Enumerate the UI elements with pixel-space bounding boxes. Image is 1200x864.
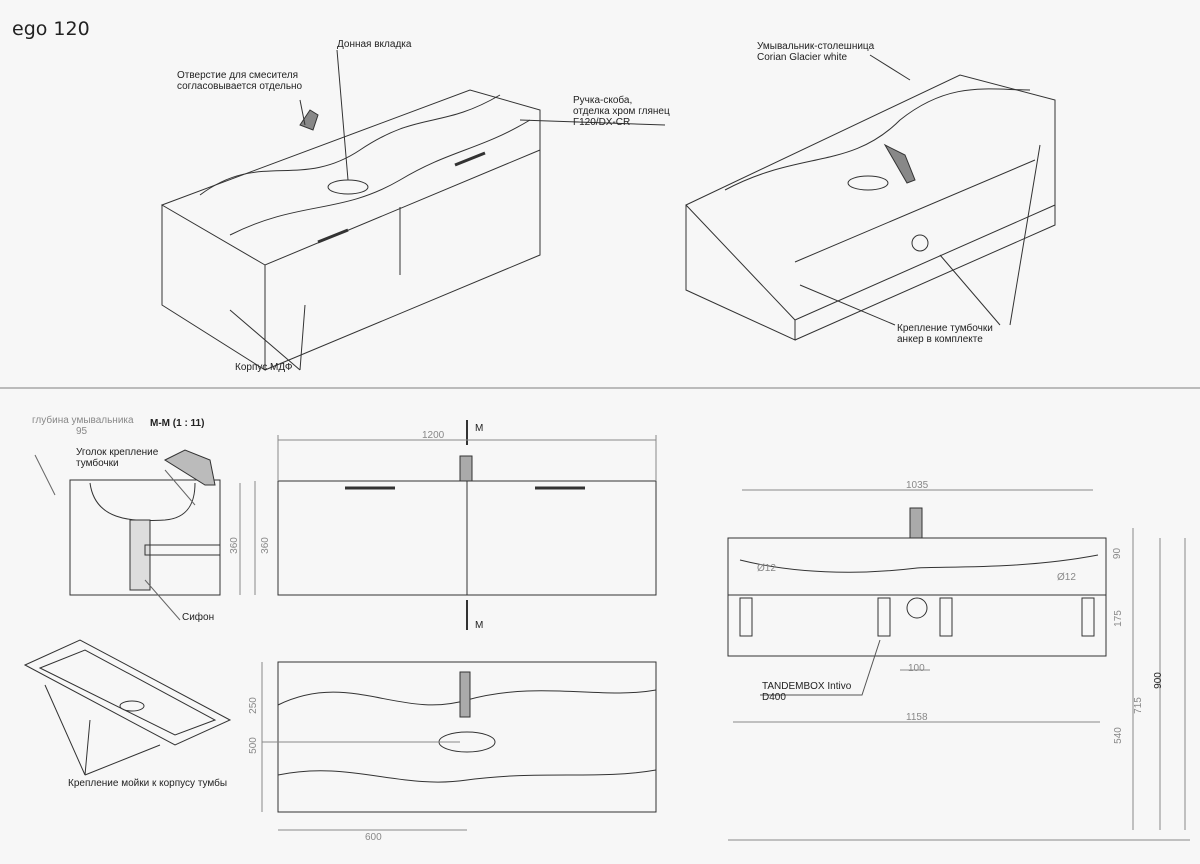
rear-width-top: 1035 [906, 480, 929, 491]
dim-100: 100 [908, 663, 925, 674]
sink-mount-label: Крепление мойки к корпусу тумбы [68, 778, 228, 789]
section-title: M-M (1 : 11) [150, 418, 205, 429]
front-view [254, 420, 657, 630]
dim-900: 900 [1152, 672, 1164, 689]
top-dim-500: 500 [247, 737, 259, 754]
rear-view [727, 489, 1190, 841]
rear-width-bottom: 1158 [906, 712, 928, 723]
section-height: 360 [228, 537, 240, 554]
cut-mark-top: M [475, 423, 484, 434]
body-label: Корпус МДФ [235, 362, 293, 373]
front-height: 360 [259, 537, 271, 554]
cut-mark-bottom: M [475, 620, 484, 631]
sink-depth-label: глубина умывальника [32, 415, 134, 426]
drawing-title: ego 120 [12, 18, 90, 40]
dim-90: 90 [1112, 547, 1124, 560]
top-dim-250: 250 [247, 697, 259, 714]
top-view [261, 661, 657, 831]
bottom-insert-label: Донная вкладка [337, 39, 412, 50]
dim-715: 715 [1132, 697, 1144, 714]
top-dim-600: 600 [365, 832, 382, 843]
sink-depth-value: 95 [76, 426, 88, 437]
dim-175: 175 [1112, 610, 1124, 627]
hole-dia-left: Ø12 [757, 563, 776, 574]
iso-front-cabinet [160, 49, 666, 371]
iso-back-cabinet [685, 54, 1056, 341]
hole-dia-right: Ø12 [1057, 572, 1076, 583]
sink-iso-view [23, 639, 232, 776]
dim-540: 540 [1112, 727, 1124, 744]
section-view [34, 449, 241, 621]
siphon-label: Сифон [182, 612, 215, 623]
front-width: 1200 [422, 430, 445, 441]
